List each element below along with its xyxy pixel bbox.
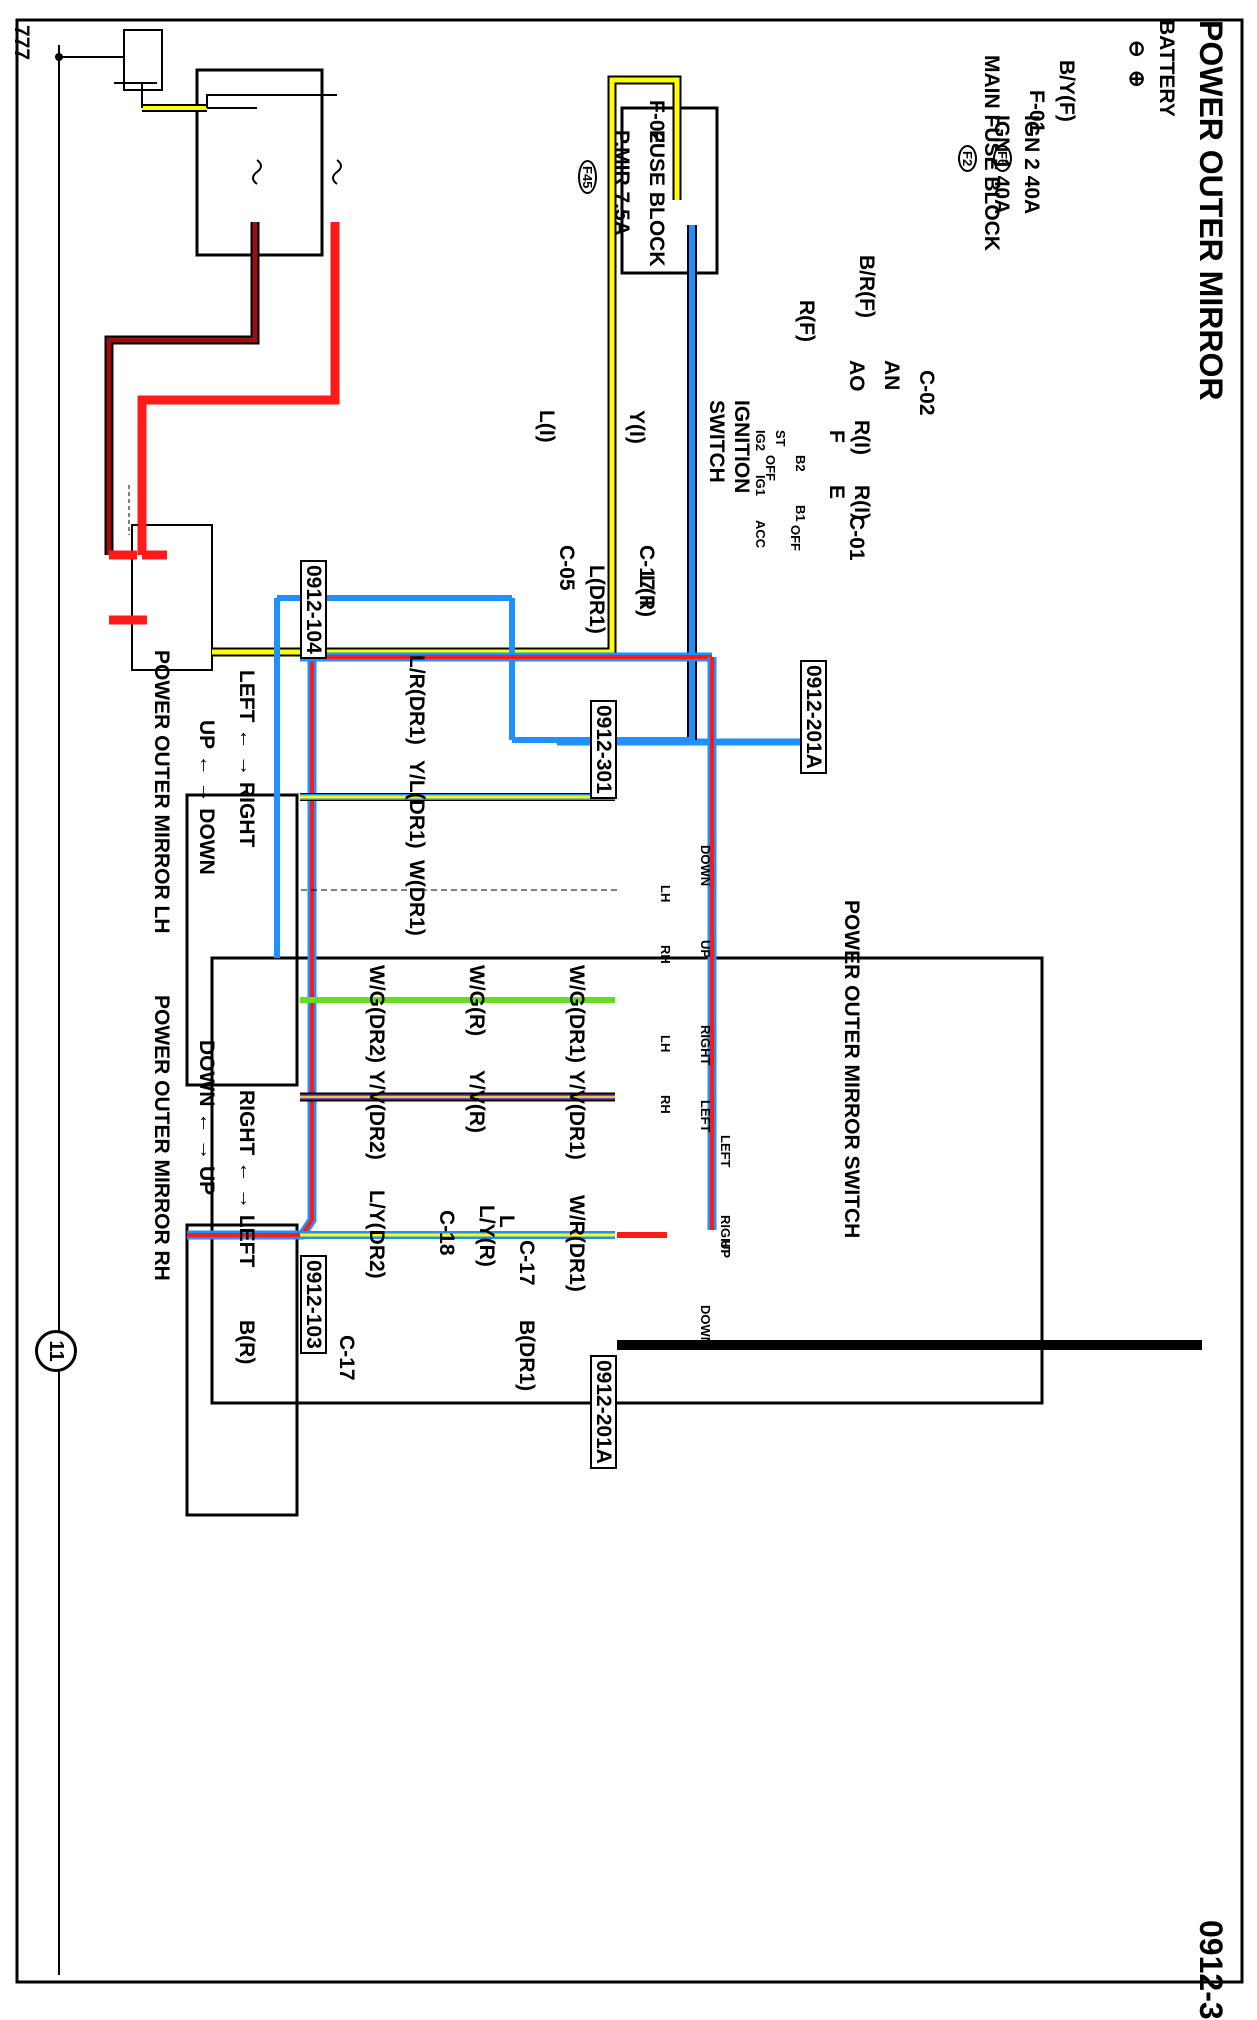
ignition-switch-label-1: IGNITION bbox=[730, 400, 753, 494]
wire-label-wg-dr2: W/G(DR2) bbox=[365, 965, 388, 1063]
fuse-f2-id: F2 bbox=[958, 145, 977, 173]
ground-symbol: 777 bbox=[10, 25, 33, 61]
battery-minus-icon: ⊖ bbox=[1125, 40, 1148, 58]
ignition-term-e: E bbox=[825, 485, 848, 500]
connector-c17b: C-17 bbox=[515, 1240, 538, 1286]
wire-br-f-fill bbox=[106, 222, 258, 555]
fuse-block-label: FUSE BLOCK bbox=[645, 130, 668, 267]
sw-right-1: RIGHT bbox=[698, 1025, 713, 1066]
mirror-lh-motor-b: UP ← → DOWN bbox=[195, 720, 218, 875]
connector-c01: C-01 bbox=[845, 515, 868, 561]
ign-term-ig2: IG2 bbox=[753, 430, 768, 451]
ignition-switch-label-2: SWITCH bbox=[705, 400, 728, 483]
wire-r-f bbox=[137, 222, 340, 555]
ground-point-11: 11 bbox=[35, 1330, 77, 1372]
wire-label-wg-r: W/G(R) bbox=[465, 965, 488, 1037]
fuse-ign2-label: IGN 2 40A bbox=[1020, 115, 1043, 215]
connector-id-201a-top: 0912-201A bbox=[800, 660, 827, 774]
connector-an: AN bbox=[880, 360, 903, 391]
sw-rh-1: RH bbox=[658, 945, 673, 964]
wire-label-wg-dr1: W/G(DR1) bbox=[565, 965, 588, 1063]
connector-c17-l: L bbox=[495, 1215, 518, 1228]
connector-id-301: 0912-301 bbox=[590, 700, 617, 799]
sw-up-1: UP bbox=[698, 940, 713, 959]
connector-c17c: C-17 bbox=[335, 1335, 358, 1381]
fuse-f6-element bbox=[252, 159, 262, 185]
sw-down-2: DOWN bbox=[698, 1305, 713, 1347]
connector-c18: C-18 bbox=[435, 1210, 458, 1256]
connector-id-103: 0912-103 bbox=[300, 1255, 327, 1354]
wire-label-by-f: B/Y(F) bbox=[1055, 60, 1078, 122]
wire-label-yl-dr1: Y/L(DR1) bbox=[405, 760, 428, 849]
wire-label-l-r: L(R) bbox=[635, 575, 658, 617]
wire-label-br-f: B/R(F) bbox=[855, 255, 878, 318]
fuse-pmir-label: P.MIR 7.5A bbox=[610, 130, 633, 236]
wire-label-ly-r: L/Y(R) bbox=[475, 1205, 498, 1267]
fuse-bus bbox=[206, 94, 337, 109]
wire-label-r-f: R(F) bbox=[795, 300, 818, 342]
wire-label-yv-dr1: Y/V(DR1) bbox=[565, 1070, 588, 1160]
sw-up-2: UP bbox=[718, 1240, 733, 1259]
sw-lh-1: LH bbox=[658, 885, 673, 903]
page-frame bbox=[15, 18, 1244, 1984]
page-title: POWER OUTER MIRROR bbox=[1193, 20, 1229, 401]
wire-lr-dr1-fill bbox=[187, 660, 314, 1237]
ign-term-st: ST bbox=[773, 430, 788, 447]
wire-r-i-drops bbox=[109, 550, 167, 625]
mirror-lh-label: POWER OUTER MIRROR LH bbox=[150, 650, 173, 934]
ign-term-off-2: OFF bbox=[788, 525, 803, 551]
connector-id-104: 0912-104 bbox=[300, 560, 327, 659]
wire-label-w-dr1: W(DR1) bbox=[405, 860, 428, 936]
sw-down-1: DOWN bbox=[698, 845, 713, 887]
sw-left-1: LEFT bbox=[698, 1100, 713, 1133]
ign-term-ig1: IG1 bbox=[753, 475, 768, 496]
wire-label-l-i: L(I) bbox=[535, 410, 558, 443]
ign-term-acc: ACC bbox=[753, 520, 768, 549]
connector-ao: AO bbox=[845, 360, 868, 392]
wire-label-b-dr1: B(DR1) bbox=[515, 1320, 538, 1392]
battery-plus-icon: ⊕ bbox=[1125, 70, 1148, 88]
mirror-rh-label: POWER OUTER MIRROR RH bbox=[150, 995, 173, 1281]
ign-term-b2: B2 bbox=[793, 455, 808, 472]
sw-rh-2: RH bbox=[658, 1095, 673, 1114]
wire-label-y-i: Y(I) bbox=[625, 410, 648, 444]
ignition-term-f: F bbox=[825, 430, 848, 443]
fuse-ign1-label: IGN 1 40A bbox=[990, 115, 1013, 215]
connector-c02: C-02 bbox=[915, 370, 938, 416]
sw-lh-2: LH bbox=[658, 1035, 673, 1053]
mirror-switch-label: POWER OUTER MIRROR SWITCH bbox=[840, 900, 863, 1239]
mirror-switch-box bbox=[210, 956, 1044, 1405]
connector-c05: C-05 bbox=[555, 545, 578, 591]
wire-label-yv-r: Y/V(R) bbox=[465, 1070, 488, 1133]
connector-id-201a-bottom: 0912-201A bbox=[590, 1355, 617, 1469]
battery-label: BATTERY bbox=[1155, 20, 1178, 117]
wire-label-l-dr1: L(DR1) bbox=[585, 565, 608, 634]
wire-label-b-r: B(R) bbox=[235, 1320, 258, 1365]
fuse-f2-element bbox=[332, 159, 342, 185]
mirror-lh-motor-a: LEFT ← → RIGHT bbox=[235, 670, 258, 848]
wire-label-wr-dr1: W/R(DR1) bbox=[565, 1195, 588, 1292]
mirror-lh-box bbox=[185, 793, 299, 1087]
mirror-rh-motor-a: DOWN ← → UP bbox=[195, 1040, 218, 1196]
wire-label-ly-dr2: L/Y(DR2) bbox=[365, 1190, 388, 1279]
wire-label-lr-dr1: L/R(DR1) bbox=[405, 655, 428, 745]
wire-label-yv-dr2: Y/V(DR2) bbox=[365, 1070, 388, 1160]
mirror-rh-box bbox=[185, 1223, 299, 1517]
fuse-block-box bbox=[620, 106, 719, 275]
mirror-rh-motor-b: RIGHT ← → LEFT bbox=[235, 1090, 258, 1268]
wire-label-r-i-1: R(I) bbox=[850, 420, 873, 455]
ign-term-b1: B1 bbox=[793, 505, 808, 522]
sw-left-2: LEFT bbox=[718, 1135, 733, 1168]
page-code: 0912-3 bbox=[1193, 1920, 1229, 2020]
ignition-switch-box bbox=[131, 524, 213, 671]
